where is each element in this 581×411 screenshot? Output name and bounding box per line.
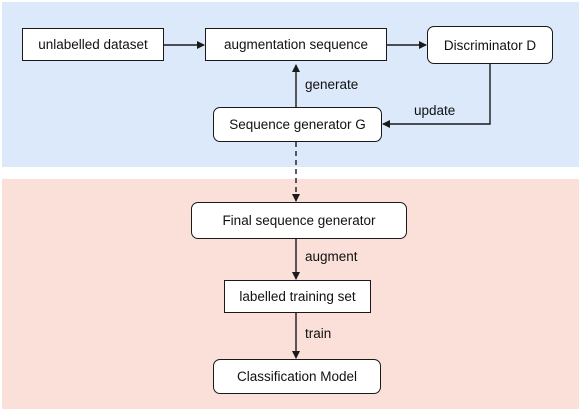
node-augmentation-sequence: augmentation sequence: [205, 28, 387, 61]
node-classification-model: Classification Model: [213, 359, 381, 394]
node-final-sequence-generator: Final sequence generator: [191, 202, 407, 239]
edge-label-generate: generate: [305, 77, 359, 92]
edge-label-update: update: [414, 103, 456, 118]
node-unlabelled-dataset: unlabelled dataset: [22, 28, 164, 61]
edge-label-augment: augment: [305, 249, 358, 264]
edge-label-train: train: [305, 326, 332, 341]
edge-discriminator-to-generator: [382, 64, 491, 128]
node-sequence-generator: Sequence generator G: [213, 107, 382, 142]
node-discriminator: Discriminator D: [427, 26, 553, 64]
node-labelled-training-set: labelled training set: [224, 280, 371, 313]
